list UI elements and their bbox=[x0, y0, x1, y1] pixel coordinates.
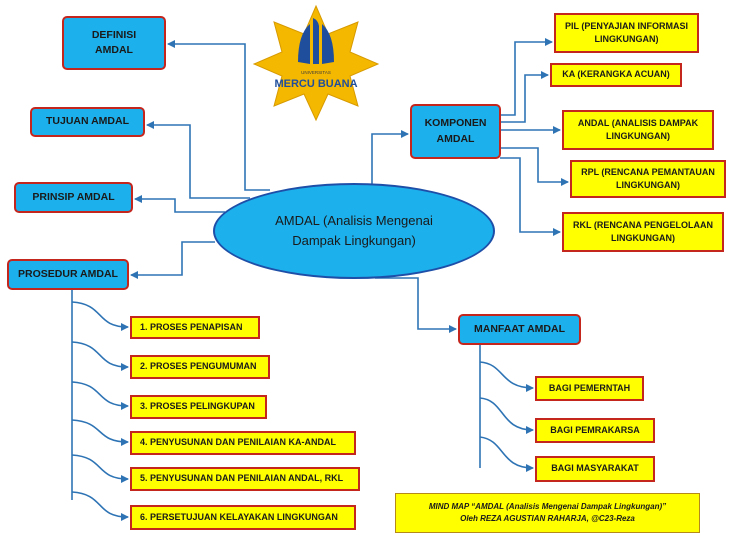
node-prinsip-amdal: PRINSIP AMDAL bbox=[14, 182, 133, 213]
node-tujuan-label: TUJUAN AMDAL bbox=[45, 115, 130, 128]
manfaat-item-pemerintah: BAGI PEMERNTAH bbox=[535, 376, 644, 401]
credit-box: MIND MAP “AMDAL (Analisis Mengenai Dampa… bbox=[395, 493, 700, 533]
prosedur-step-3: 3. PROSES PELINGKUPAN bbox=[130, 395, 267, 419]
logo-emblem-icon bbox=[298, 18, 334, 64]
node-prosedur-label: PROSEDUR AMDAL bbox=[18, 267, 118, 280]
prosedur-step-4: 4. PENYUSUNAN DAN PENILAIAN KA-ANDAL bbox=[130, 431, 356, 455]
komponen-item-ka-label: KA (KERANGKA ACUAN) bbox=[562, 69, 670, 80]
mercu-buana-logo: UNIVERSITAS MERCU BUANA bbox=[252, 4, 380, 122]
manfaat-item-masyarakat-label: BAGI MASYARAKAT bbox=[551, 463, 639, 474]
prosedur-step-6-label: 6. PERSETUJUAN KELAYAKAN LINGKUNGAN bbox=[140, 511, 338, 522]
manfaat-item-pemrakarsa: BAGI PEMRAKARSA bbox=[535, 418, 655, 443]
komponen-item-pil: PIL (PENYAJIAN INFORMASI LINGKUNGAN) bbox=[554, 13, 699, 53]
prosedur-step-1: 1. PROSES PENAPISAN bbox=[130, 316, 260, 339]
komponen-item-rpl: RPL (RENCANA PEMANTAUAN LINGKUNGAN) bbox=[570, 160, 726, 198]
komponen-item-ka: KA (KERANGKA ACUAN) bbox=[550, 63, 682, 87]
center-topic: AMDAL (Analisis Mengenai Dampak Lingkung… bbox=[213, 183, 495, 279]
prosedur-step-5: 5. PENYUSUNAN DAN PENILAIAN ANDAL, RKL bbox=[130, 467, 360, 491]
komponen-item-pil-label: PIL (PENYAJIAN INFORMASI LINGKUNGAN) bbox=[564, 20, 689, 44]
komponen-item-rpl-label: RPL (RENCANA PEMANTAUAN LINGKUNGAN) bbox=[581, 166, 715, 190]
node-prinsip-label: PRINSIP AMDAL bbox=[32, 190, 115, 203]
prosedur-step-6: 6. PERSETUJUAN KELAYAKAN LINGKUNGAN bbox=[130, 505, 356, 530]
node-prosedur-amdal: PROSEDUR AMDAL bbox=[7, 259, 129, 290]
prosedur-step-2: 2. PROSES PENGUMUMAN bbox=[130, 355, 270, 379]
credit-line1: MIND MAP “AMDAL (Analisis Mengenai Dampa… bbox=[428, 502, 667, 511]
prosedur-step-5-label: 5. PENYUSUNAN DAN PENILAIAN ANDAL, RKL bbox=[140, 473, 344, 484]
komponen-item-rkl: RKL (RENCANA PENGELOLAAN LINGKUNGAN) bbox=[562, 212, 724, 252]
node-manfaat-amdal: MANFAAT AMDAL bbox=[458, 314, 581, 345]
node-komponen-amdal: KOMPONEN AMDAL bbox=[410, 104, 501, 159]
node-definisi-label: DEFINISI AMDAL bbox=[91, 28, 137, 56]
node-definisi-amdal: DEFINISI AMDAL bbox=[62, 16, 166, 70]
logo-name: MERCU BUANA bbox=[274, 78, 357, 90]
prosedur-step-2-label: 2. PROSES PENGUMUMAN bbox=[140, 361, 257, 372]
center-topic-line2: Dampak Lingkungan) bbox=[292, 233, 416, 248]
manfaat-item-masyarakat: BAGI MASYARAKAT bbox=[535, 456, 655, 482]
logo-top-text: UNIVERSITAS bbox=[301, 70, 331, 75]
center-topic-line1: AMDAL (Analisis Mengenai bbox=[275, 212, 433, 228]
prosedur-step-4-label: 4. PENYUSUNAN DAN PENILAIAN KA-ANDAL bbox=[140, 437, 337, 448]
komponen-item-rkl-label: RKL (RENCANA PENGELOLAAN LINGKUNGAN) bbox=[572, 219, 713, 243]
komponen-item-andal-label: ANDAL (ANALISIS DAMPAK LINGKUNGAN) bbox=[577, 117, 699, 141]
node-tujuan-amdal: TUJUAN AMDAL bbox=[30, 107, 145, 137]
node-manfaat-label: MANFAAT AMDAL bbox=[474, 322, 565, 335]
prosedur-step-3-label: 3. PROSES PELINGKUPAN bbox=[140, 401, 255, 412]
manfaat-item-pemerintah-label: BAGI PEMERNTAH bbox=[548, 382, 631, 393]
node-komponen-label: KOMPONEN AMDAL bbox=[424, 117, 487, 145]
komponen-item-andal: ANDAL (ANALISIS DAMPAK LINGKUNGAN) bbox=[562, 110, 714, 150]
manfaat-item-pemrakarsa-label: BAGI PEMRAKARSA bbox=[550, 424, 640, 435]
prosedur-step-1-label: 1. PROSES PENAPISAN bbox=[140, 321, 243, 332]
credit-line2: Oleh REZA AGUSTIAN RAHARJA, @C23-Reza bbox=[460, 514, 635, 523]
